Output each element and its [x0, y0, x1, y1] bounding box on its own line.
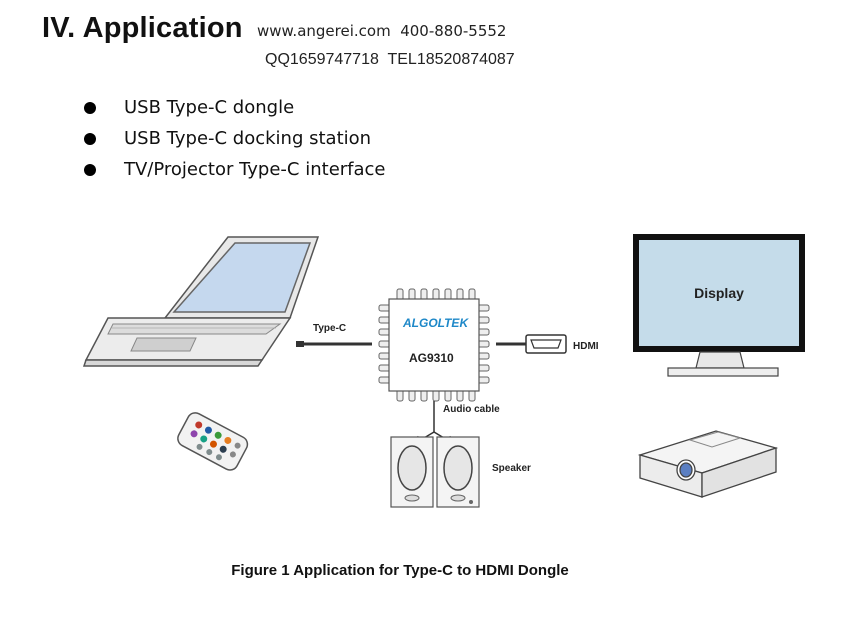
laptop-icon — [82, 236, 320, 367]
hdmi-connector-icon — [496, 334, 567, 354]
display-label: Display — [694, 285, 744, 301]
projector-icon — [637, 430, 779, 498]
bullet-icon — [84, 164, 96, 176]
remote-control-icon — [177, 412, 249, 471]
display-icon — [633, 234, 805, 377]
list-item: USB Type-C dongle — [82, 94, 386, 125]
hdmi-label: HDMI — [573, 341, 599, 352]
list-item: TV/Projector Type-C interface — [82, 156, 386, 187]
application-list: USB Type-C dongle USB Type-C docking sta… — [82, 94, 386, 187]
list-item: USB Type-C docking station — [82, 125, 386, 156]
application-label: TV/Projector Type-C interface — [124, 159, 386, 180]
bullet-icon — [84, 133, 96, 145]
chip-model-label: AG9310 — [409, 351, 454, 365]
contact-website-phone: www.angerei.com 400-880-5552 — [257, 22, 507, 40]
application-label: USB Type-C docking station — [124, 128, 372, 149]
typec-cable-icon — [296, 341, 372, 347]
bullet-icon — [84, 102, 96, 114]
speaker-icon — [390, 436, 480, 508]
page-title: IV. Application — [42, 12, 243, 44]
contact-qq-tel: QQ1659747718 TEL18520874087 — [265, 51, 515, 68]
application-label: USB Type-C dongle — [124, 97, 295, 118]
chip-brand-label: ALGOLTEK — [402, 316, 469, 330]
speaker-label: Speaker — [492, 463, 531, 474]
typec-label: Type-C — [313, 323, 346, 334]
chip-icon — [378, 288, 490, 402]
audio-cable-label: Audio cable — [443, 404, 500, 415]
figure-caption: Figure 1 Application for Type-C to HDMI … — [231, 562, 569, 579]
